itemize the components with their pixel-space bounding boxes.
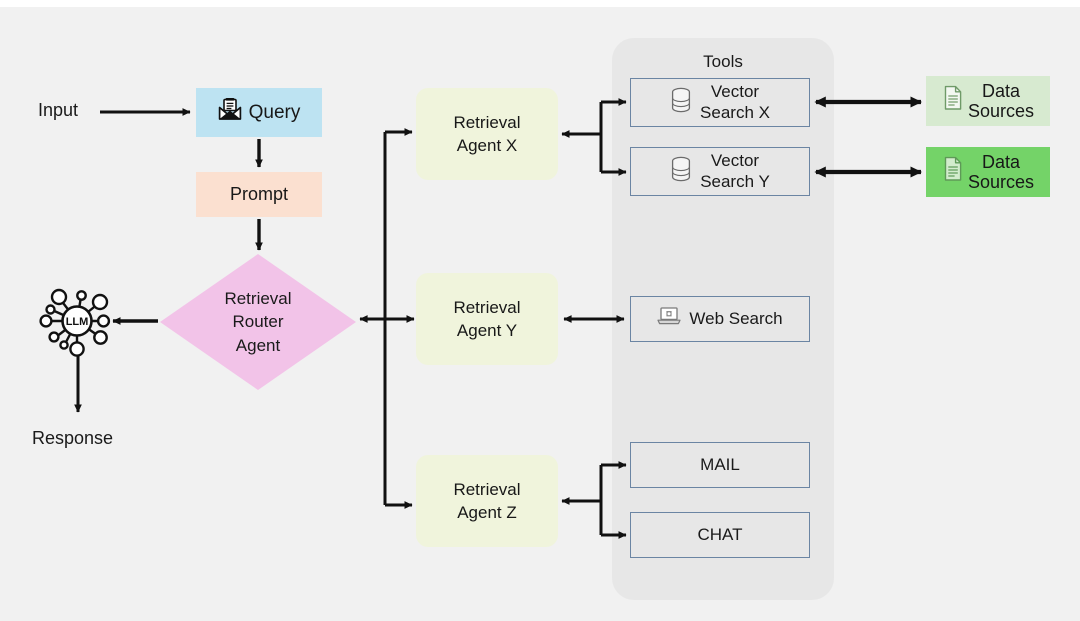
web-search-node[interactable]: Web Search (630, 296, 810, 342)
mail-label: MAIL (700, 454, 740, 474)
agent-y-line2: Agent Y (456, 321, 518, 340)
laptop-globe-icon (657, 306, 681, 332)
vector-search-x-node[interactable]: Vector Search X (630, 78, 810, 127)
agent-x-line2: Agent X (456, 136, 518, 155)
document-icon (942, 156, 964, 188)
data-sources-top-line1: Data (981, 80, 1020, 101)
retrieval-agent-z-node[interactable]: Retrieval Agent Z (416, 455, 558, 547)
agent-z-line1: Retrieval (453, 479, 521, 499)
router-label-line1: Retrieval (224, 288, 292, 308)
tools-group-label: Tools (703, 52, 743, 71)
vector-search-y-line2: Search Y (700, 171, 770, 191)
retrieval-agent-y-node[interactable]: Retrieval Agent Y (416, 273, 558, 365)
input-label: Input (38, 100, 79, 120)
retrieval-router-agent-node[interactable]: Retrieval Router Agent (160, 254, 356, 390)
database-icon (670, 156, 692, 188)
vector-search-y-line1: Vector (710, 151, 760, 171)
chat-label: CHAT (697, 524, 743, 544)
vector-search-x-line2: Search X (700, 102, 770, 122)
envelope-document-icon (218, 97, 242, 127)
router-label-line3: Agent (235, 335, 281, 355)
agent-z-line2: Agent Z (457, 503, 517, 522)
web-search-label: Web Search (689, 308, 783, 328)
database-icon (670, 87, 692, 119)
data-sources-bottom-node[interactable]: Data Sources (926, 147, 1050, 197)
data-sources-bottom-line1: Data (981, 151, 1020, 172)
response-label: Response (32, 428, 114, 448)
agent-x-line1: Retrieval (453, 112, 521, 132)
prompt-label: Prompt (229, 183, 289, 204)
data-sources-bottom-line2: Sources (967, 172, 1035, 192)
data-sources-top-node[interactable]: Data Sources (926, 76, 1050, 126)
prompt-node[interactable]: Prompt (196, 172, 322, 217)
query-node[interactable]: Query (196, 88, 322, 137)
vector-search-y-node[interactable]: Vector Search Y (630, 147, 810, 196)
llm-node[interactable]: LLM (38, 282, 116, 360)
retrieval-agent-x-node[interactable]: Retrieval Agent X (416, 88, 558, 180)
llm-network-icon: LLM (39, 288, 111, 357)
top-white-strip (0, 0, 1080, 7)
query-label: Query (248, 101, 301, 123)
vector-search-x-line1: Vector (710, 82, 760, 102)
data-sources-top-line2: Sources (967, 101, 1035, 121)
router-label-line2: Router (232, 312, 284, 332)
chat-node[interactable]: CHAT (630, 512, 810, 558)
mail-node[interactable]: MAIL (630, 442, 810, 488)
llm-icon-text: LLM (66, 316, 89, 328)
document-icon (942, 85, 964, 117)
agent-y-line1: Retrieval (453, 297, 521, 317)
